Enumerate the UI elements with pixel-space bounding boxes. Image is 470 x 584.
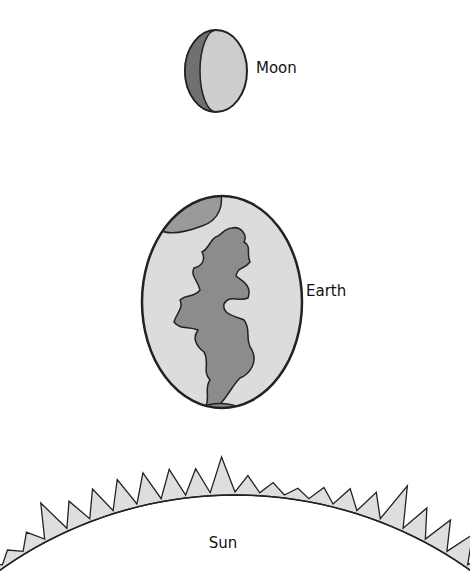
moon-node: Moon [176, 26, 306, 116]
earth-node: Earth [140, 190, 340, 412]
shape-outline [0, 440, 470, 584]
shape-outline [140, 190, 340, 412]
moon-disc [185, 30, 247, 112]
body-label: Sun [209, 534, 238, 552]
earth-ocean [142, 196, 302, 408]
earth-outline [142, 196, 302, 408]
sun-flames [0, 457, 470, 584]
moon-shadow [185, 30, 216, 112]
sun-node: Sun [0, 440, 470, 584]
sun-surface [0, 495, 470, 584]
continent [174, 228, 254, 406]
body-label: Earth [306, 282, 346, 300]
body-label: Moon [256, 59, 297, 77]
